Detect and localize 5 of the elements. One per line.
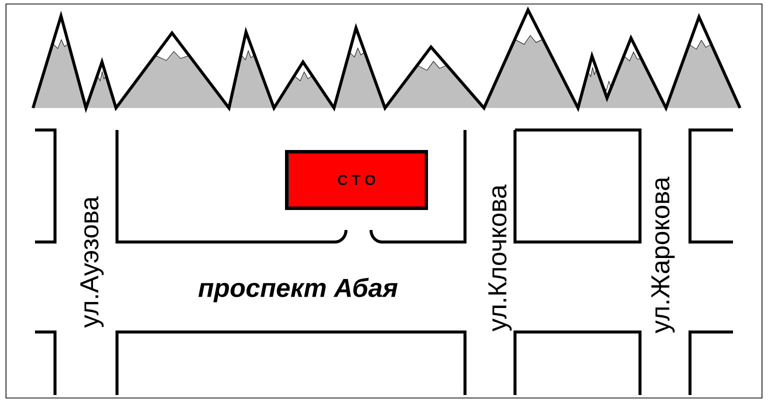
- service-box: С Т О: [285, 150, 428, 210]
- street-name: проспект Абая: [198, 278, 398, 302]
- street-name: ул.Клочкова: [488, 184, 512, 332]
- street-name: ул.Ауэзова: [80, 196, 104, 328]
- street-name: ул.Жарокова: [651, 176, 675, 334]
